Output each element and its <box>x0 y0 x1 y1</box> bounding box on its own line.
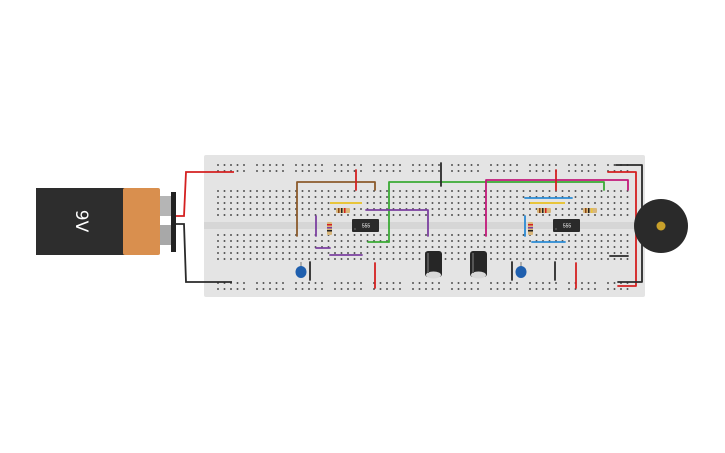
ic-body <box>553 219 580 232</box>
ic-body <box>352 219 379 232</box>
resistor-right-vertical[interactable] <box>528 222 533 235</box>
ic-notch <box>555 228 557 230</box>
battery-label: 9V <box>71 210 91 233</box>
resistor-left-top[interactable] <box>330 202 362 213</box>
ic-notch <box>354 228 356 230</box>
breadboard-center-channel <box>204 222 645 229</box>
battery-clip <box>171 192 176 252</box>
ceramic-capacitor-left[interactable] <box>295 262 307 278</box>
wire-green-long[interactable] <box>388 181 605 243</box>
battery-terminal-neg <box>160 225 172 245</box>
electrolytic-capacitor-left[interactable] <box>425 251 442 279</box>
resistor-left-vertical[interactable] <box>327 222 332 235</box>
electrolytic-capacitor-right[interactable] <box>470 251 487 279</box>
battery-cap <box>123 188 160 255</box>
ic-label: 555 <box>362 224 371 230</box>
ceramic-capacitor-right[interactable] <box>515 262 527 278</box>
ic-555-left[interactable]: 555 <box>352 219 379 232</box>
resistors <box>327 202 597 235</box>
ic-555-right[interactable]: 555 <box>553 219 580 232</box>
battery-terminal-pos <box>160 196 172 216</box>
wire-purple-upper[interactable] <box>365 209 429 237</box>
wire-brown-left[interactable] <box>296 181 376 237</box>
battery-9v[interactable]: 9V <box>36 188 176 255</box>
battery-body <box>36 188 126 255</box>
ic-label: 555 <box>563 224 572 230</box>
wire-magenta[interactable] <box>485 179 629 237</box>
battery-leads <box>176 171 234 283</box>
buzzer-center <box>656 221 666 231</box>
battery-lead-red[interactable] <box>176 171 234 217</box>
piezo-buzzer[interactable] <box>634 199 688 253</box>
battery-lead-black[interactable] <box>176 223 232 283</box>
resistor-right-far[interactable] <box>583 208 597 213</box>
resistor-right-top[interactable] <box>530 202 565 213</box>
